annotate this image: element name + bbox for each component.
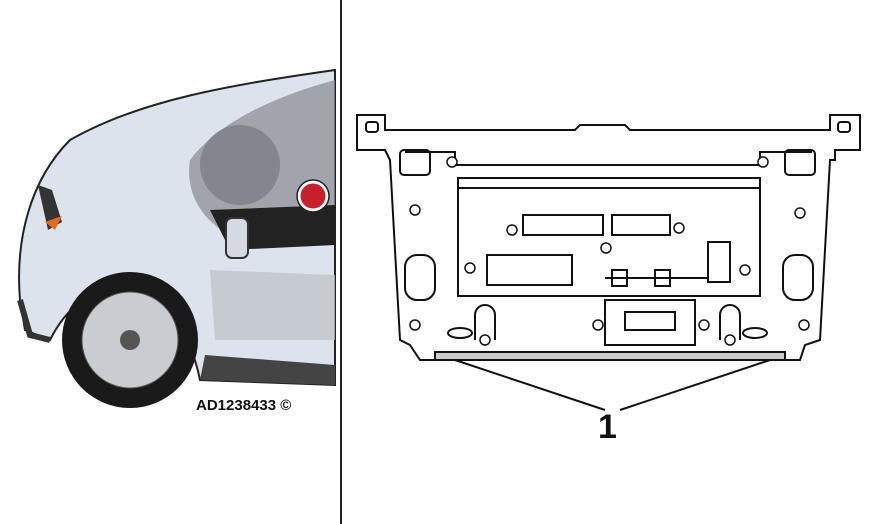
callout-label: 1 xyxy=(598,408,617,446)
screws xyxy=(409,156,810,346)
radio-unit-bracket xyxy=(356,114,861,361)
reference-code: AD1238433 © xyxy=(196,397,292,414)
location-marker-icon xyxy=(297,180,329,212)
callout-leader-lines xyxy=(454,359,771,411)
car-illustration xyxy=(17,68,336,408)
